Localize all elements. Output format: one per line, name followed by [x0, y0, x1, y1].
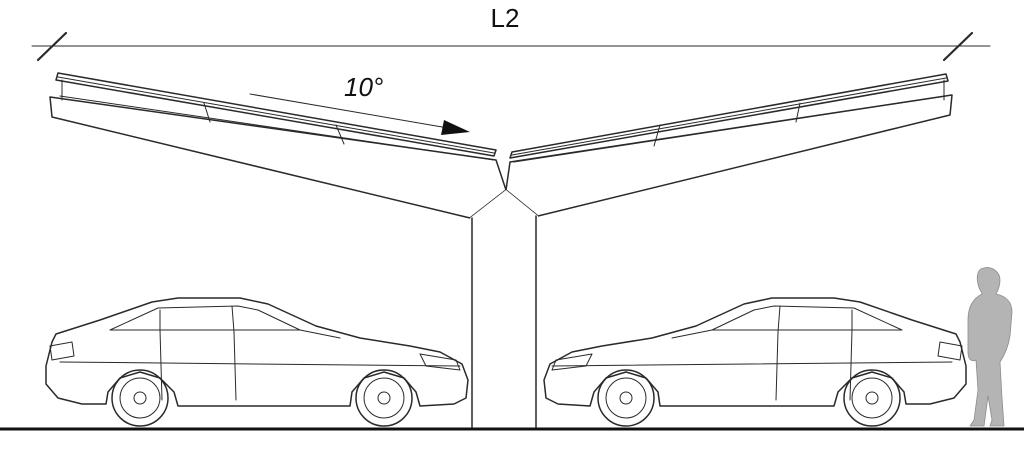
dimension-l2: L2 — [31, 3, 991, 62]
solar-panel-strip-left — [55, 72, 497, 157]
dimension-tick-right — [942, 31, 974, 62]
solar-panel-strip-right — [509, 73, 949, 159]
car-right-taillight — [937, 341, 963, 361]
car-left-windows — [109, 305, 301, 331]
car-left — [45, 297, 469, 427]
car-left-front-wheel — [355, 369, 413, 427]
dimension-tick-left — [36, 31, 68, 62]
car-right-body — [543, 297, 967, 407]
car-right-front-wheel — [597, 369, 655, 427]
roof-wing-left — [49, 72, 507, 219]
car-left-rear-wheel — [111, 369, 169, 427]
roof-beam-right — [505, 94, 953, 217]
car-right-windows — [711, 305, 903, 331]
tilt-arrow-line — [249, 93, 449, 129]
tilt-arrow-head — [441, 120, 470, 135]
car-right — [543, 297, 967, 427]
dimension-label: L2 — [491, 3, 520, 33]
car-left-body — [45, 297, 469, 407]
tilt-angle-label: 10° — [344, 72, 383, 102]
car-right-headlight — [551, 353, 593, 371]
person-silhouette — [967, 267, 1013, 427]
tilt-annotation: 10° — [249, 72, 470, 135]
roof-wing-right — [505, 73, 953, 217]
central-column — [470, 190, 538, 429]
car-right-rear-wheel — [843, 369, 901, 427]
car-left-headlight — [419, 353, 461, 371]
car-left-taillight — [49, 341, 75, 361]
